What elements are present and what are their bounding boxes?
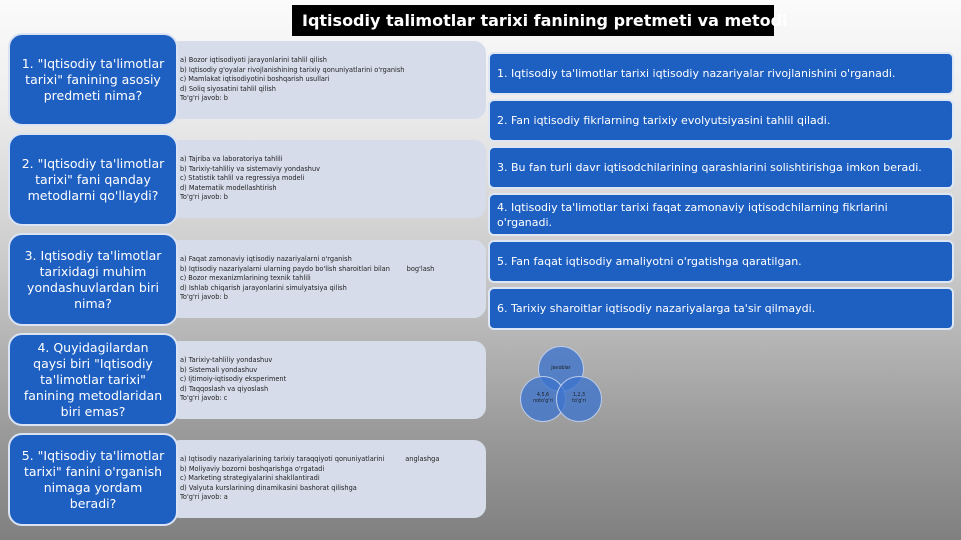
option-item: b) Iqtisodiy g'oyalar rivojlanishining t…: [180, 65, 405, 74]
option-item: d) Soliq siyosatini tahlil qilish: [180, 84, 276, 93]
correct-answer: To'g'ri javob: b: [180, 193, 228, 202]
option-item: c) Marketing strategiyalarini shakllanti…: [180, 474, 320, 483]
question-box-3: 3. Iqtisodiy ta'limotlar tarixidagi muhi…: [8, 233, 178, 326]
statement-1: 1. Iqtisodiy ta'limotlar tarixi iqtisodi…: [488, 52, 954, 95]
correct-answer: To'g'ri javob: a: [180, 493, 228, 502]
option-item: d) Valyuta kurslarining dinamikasini bas…: [180, 483, 357, 492]
question-box-5: 5. "Iqtisodiy ta'limotlar tarixi" fanini…: [8, 433, 178, 526]
question-box-4: 4. Quyidagilardan qaysi biri "Iqtisodiy …: [8, 333, 178, 426]
statement-4: 4. Iqtisodiy ta'limotlar tarixi faqat za…: [488, 193, 954, 236]
options-box-1: a) Bozor iqtisodiyoti jarayonlarini tahl…: [168, 41, 486, 119]
option-item: a) Tajriba va laboratoriya tahlili: [180, 155, 283, 164]
option-item: c) Statistik tahlil va regressiya modeli: [180, 174, 305, 183]
option-item: a) Tarixiy-tahliliy yondashuv: [180, 356, 273, 365]
option-item: a) Iqtisodiy nazariyalarining tarixiy ta…: [180, 455, 440, 464]
statement-6: 6. Tarixiy sharoitlar iqtisodiy nazariya…: [488, 287, 954, 330]
slide-title: Iqtisodiy talimotlar tarixi fanining pre…: [292, 5, 788, 36]
question-box-1: 1. "Iqtisodiy ta'limotlar tarixi" fanini…: [8, 33, 178, 126]
statement-5: 5. Fan faqat iqtisodiy amaliyotni o'rgat…: [488, 240, 954, 283]
statement-3: 3. Bu fan turli davr iqtisodchilarining …: [488, 146, 954, 189]
option-item: d) Ishlab chiqarish jarayonlarini simuly…: [180, 283, 347, 292]
option-item: a) Faqat zamonaviy iqtisodiy nazariyalar…: [180, 255, 352, 264]
correct-answer: To'g'ri javob: b: [180, 94, 228, 103]
options-box-5: a) Iqtisodiy nazariyalarining tarixiy ta…: [168, 440, 486, 518]
options-box-2: a) Tajriba va laboratoriya tahlili b) Ta…: [168, 140, 486, 218]
option-item: b) Iqtisodiy nazariyalarni ularning payd…: [180, 264, 435, 273]
option-item: c) Ijtimoiy-iqtisodiy eksperiment: [180, 375, 287, 384]
option-item: b) Moliyaviy bozorni boshqarishga o'rgat…: [180, 464, 325, 473]
option-item: d) Taqqoslash va qiyoslash: [180, 384, 269, 393]
correct-answer: To'g'ri javob: b: [180, 293, 228, 302]
options-box-3: a) Faqat zamonaviy iqtisodiy nazariyalar…: [168, 240, 486, 318]
option-item: a) Bozor iqtisodiyoti jarayonlarini tahl…: [180, 56, 327, 65]
option-item: c) Mamlakat iqtisodiyotini boshqarish us…: [180, 75, 330, 84]
option-item: b) Sistemali yondashuv: [180, 365, 258, 374]
options-box-4: a) Tarixiy-tahliliy yondashuv b) Sistema…: [168, 341, 486, 419]
venn-diagram: Javoblar 4,5,6 noto'g'ri 1,2,3 to'g'ri: [520, 346, 602, 424]
option-item: b) Tarixiy-tahliliy va sistemaviy yondas…: [180, 164, 321, 173]
question-box-2: 2. "Iqtisodiy ta'limotlar tarixi" fani q…: [8, 133, 178, 226]
venn-circle-right: 1,2,3 to'g'ri: [556, 376, 602, 422]
option-item: d) Matematik modellashtirish: [180, 183, 277, 192]
statement-2: 2. Fan iqtisodiy fikrlarning tarixiy evo…: [488, 99, 954, 142]
option-item: c) Bozor mexanizmlarining texnik tahlili: [180, 274, 311, 283]
correct-answer: To'g'ri javob: c: [180, 394, 228, 403]
